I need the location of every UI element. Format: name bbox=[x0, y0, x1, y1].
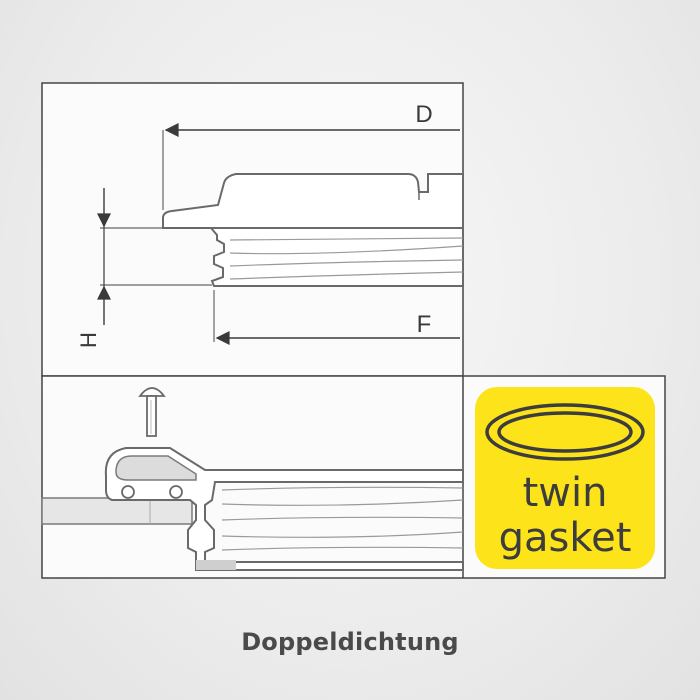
caption: Doppeldichtung bbox=[241, 628, 459, 656]
gasket-section bbox=[41, 387, 464, 571]
gasket-ring-right bbox=[169, 485, 183, 499]
badge-background bbox=[475, 387, 655, 569]
screw-icon bbox=[138, 387, 166, 437]
dimension-label-d: D bbox=[415, 101, 432, 128]
lid-profile bbox=[162, 173, 464, 287]
dimension-label-h: H bbox=[76, 332, 101, 348]
dimension-d: D bbox=[162, 101, 460, 210]
dimension-f: F bbox=[213, 290, 460, 345]
dimension-label-f: F bbox=[417, 311, 432, 338]
badge-line-2: gasket bbox=[499, 515, 632, 561]
gasket-ring-left bbox=[121, 485, 135, 499]
twin-ring-icon bbox=[485, 403, 645, 461]
dimension-h: H bbox=[76, 188, 212, 348]
badge-line-1: twin bbox=[523, 470, 608, 516]
twin-gasket-badge: twin gasket bbox=[475, 387, 655, 569]
